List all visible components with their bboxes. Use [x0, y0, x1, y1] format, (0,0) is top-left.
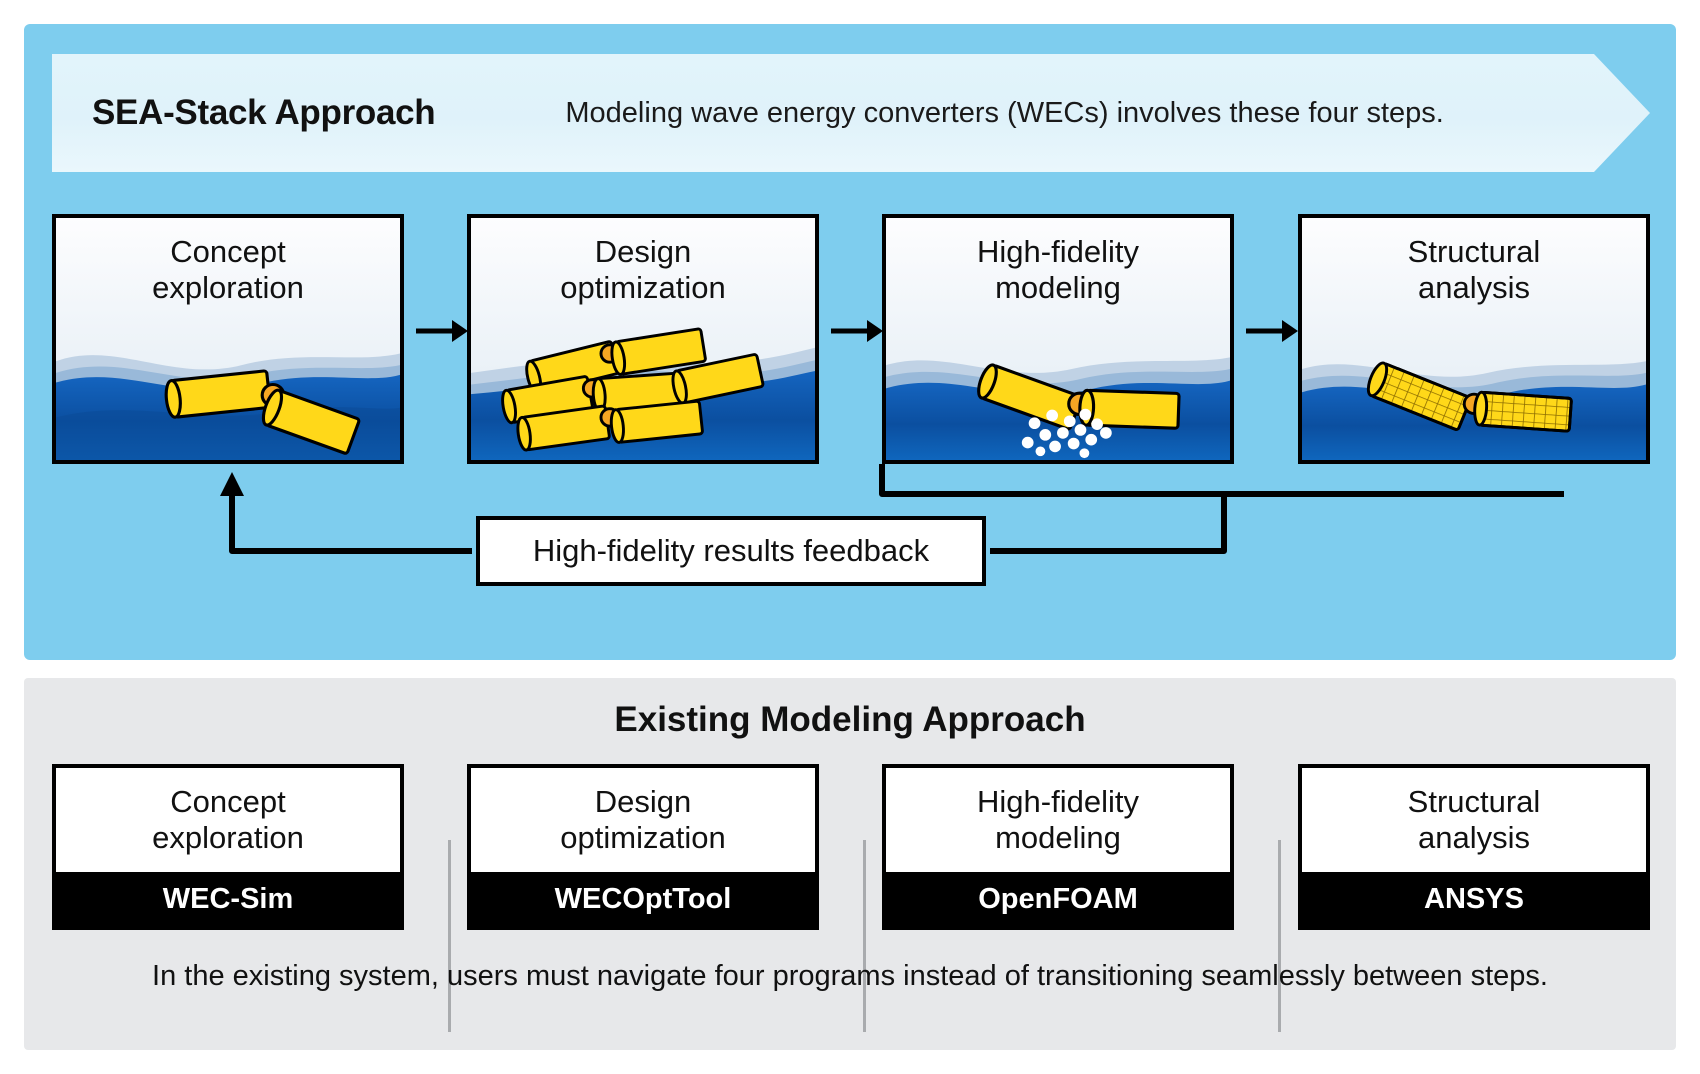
- tool-label-line1: Concept: [170, 783, 286, 819]
- tool-card-step-label: Design optimization: [471, 768, 815, 872]
- wec-array: [501, 327, 765, 452]
- wec-device: [164, 369, 361, 455]
- tool-divider-3: [1278, 840, 1281, 1032]
- tool-label-line2: exploration: [152, 820, 304, 855]
- tool-label-line2: optimization: [560, 820, 726, 855]
- tool-card-concept-exploration[interactable]: Concept exploration WEC-Sim: [52, 764, 404, 930]
- feedback-loop-label: High-fidelity results feedback: [532, 533, 930, 568]
- tool-divider-1: [448, 840, 451, 1032]
- structural-analysis-illustration: [1302, 218, 1646, 460]
- existing-approach-title: Existing Modeling Approach: [614, 700, 1086, 739]
- step-cards-row: Concept exploration: [52, 214, 1650, 464]
- concept-exploration-illustration: [56, 218, 400, 460]
- feedback-loop-box[interactable]: High-fidelity results feedback: [476, 516, 986, 586]
- tool-card-software-name: WEC-Sim: [56, 872, 400, 926]
- flow-arrow-icon-3: [1246, 320, 1298, 342]
- tool-card-structural-analysis[interactable]: Structural analysis ANSYS: [1298, 764, 1650, 930]
- tool-label-line2: modeling: [995, 820, 1121, 855]
- banner-subtitle: Modeling wave energy converters (WECs) i…: [565, 96, 1444, 129]
- tool-divider-2: [863, 840, 866, 1032]
- bubbles: [1021, 408, 1112, 459]
- tool-card-design-optimization[interactable]: Design optimization WECOptTool: [467, 764, 819, 930]
- tool-label-line1: High-fidelity: [977, 783, 1139, 819]
- tool-card-software-name: OpenFOAM: [886, 872, 1230, 926]
- banner-title: SEA-Stack Approach: [92, 93, 436, 132]
- tool-card-step-label: Concept exploration: [56, 768, 400, 872]
- sea-stack-panel: SEA-Stack Approach Modeling wave energy …: [24, 24, 1676, 660]
- tool-card-software-name: ANSYS: [1302, 872, 1646, 926]
- tool-label-line2: analysis: [1417, 820, 1530, 855]
- tool-label-line1: Design: [594, 783, 692, 819]
- tool-card-step-label: Structural analysis: [1302, 768, 1646, 872]
- flow-arrow-icon-1: [416, 320, 468, 342]
- flow-arrow-icon-2: [831, 320, 883, 342]
- tool-cards-row: Concept exploration WEC-Sim Design optim…: [52, 764, 1650, 1032]
- sea-stack-banner: SEA-Stack Approach Modeling wave energy …: [52, 54, 1650, 172]
- existing-approach-caption: In the existing system, users must navig…: [152, 960, 1548, 992]
- step-card-design-optimization[interactable]: Design optimization: [467, 214, 819, 464]
- design-optimization-illustration: [471, 218, 815, 460]
- tool-label-line1: Structural: [1407, 783, 1541, 819]
- existing-approach-panel: Existing Modeling Approach Concept explo…: [24, 678, 1676, 1050]
- step-card-structural-analysis[interactable]: Structural analysis: [1298, 214, 1650, 464]
- tool-card-step-label: High-fidelity modeling: [886, 768, 1230, 872]
- high-fidelity-modeling-illustration: [886, 218, 1230, 460]
- step-card-concept-exploration[interactable]: Concept exploration: [52, 214, 404, 464]
- meshed-wec-device: [1366, 361, 1573, 433]
- tool-card-high-fidelity-modeling[interactable]: High-fidelity modeling OpenFOAM: [882, 764, 1234, 930]
- step-card-high-fidelity-modeling[interactable]: High-fidelity modeling: [882, 214, 1234, 464]
- tool-card-software-name: WECOptTool: [471, 872, 815, 926]
